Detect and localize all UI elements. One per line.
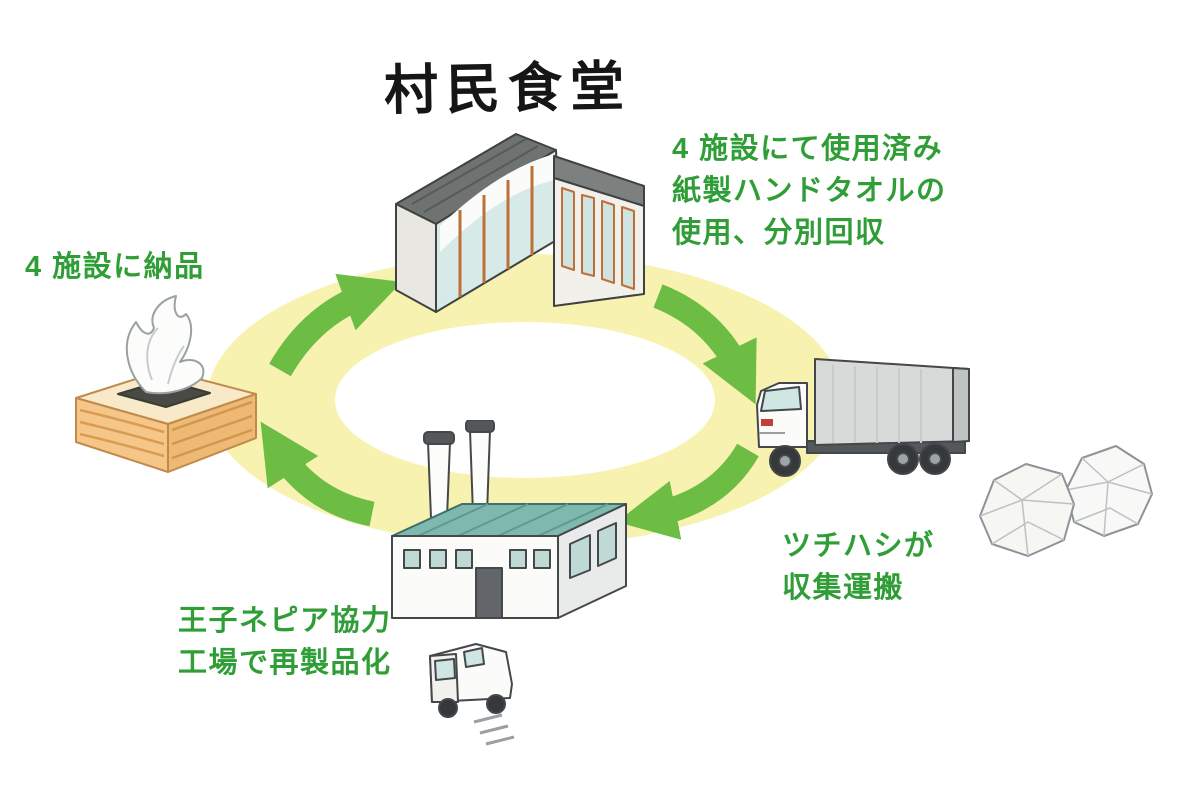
collection-truck-illustration	[756, 358, 970, 477]
label-delivery-step: 4 施設に納品	[25, 251, 205, 283]
paper-towel-box-body-icon	[75, 393, 257, 473]
paper-towel-box-illustration	[75, 295, 257, 473]
restaurant-building-illustration	[395, 133, 645, 313]
arrow-restaurant-to-truck-icon	[653, 284, 757, 405]
diagram-title: 村民食堂	[383, 56, 633, 122]
crumpled-paper-illustration	[979, 445, 1153, 557]
recycling-factory-illustration	[391, 420, 627, 619]
restaurant-building-icon	[395, 133, 645, 313]
recycling-factory-icon	[391, 420, 627, 619]
collection-truck-icon	[756, 358, 970, 477]
label-remanufacture-step: 王子ネピア協力 工場で再製品化	[178, 605, 392, 680]
delivery-van-icon	[429, 643, 515, 746]
tissue-sheet-icon	[125, 295, 205, 395]
arrow-factory-to-tissuebox-icon	[260, 421, 375, 527]
arrow-tissuebox-to-restaurant-icon	[269, 273, 402, 377]
label-collection-step: 4 施設にて使用済み 紙製ハンドタオルの 使用、分別回収	[672, 133, 947, 250]
crumpled-paper-icon	[979, 445, 1153, 557]
motion-lines-icon	[473, 713, 515, 746]
arrow-truck-to-factory-icon	[616, 443, 759, 540]
label-transport-step: ツチハシが 収集運搬	[782, 530, 935, 605]
delivery-van-illustration	[429, 643, 515, 746]
